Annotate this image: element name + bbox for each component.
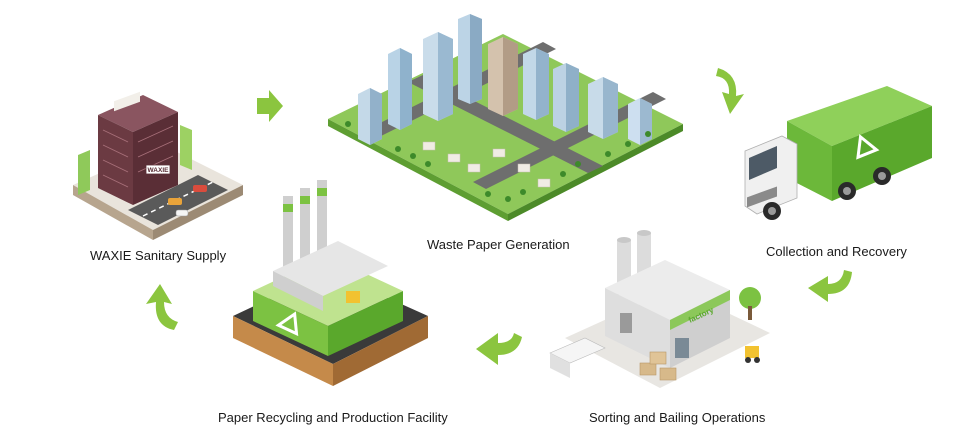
label-sorting-and-bailing-operations: Sorting and Bailing Operations <box>589 410 766 425</box>
waxie-building-illustration: WAXIE <box>73 91 243 240</box>
city-illustration <box>328 14 683 221</box>
garbage-truck-illustration <box>744 86 932 220</box>
label-paper-recycling-facility: Paper Recycling and Production Facility <box>218 410 448 425</box>
recycling-plant-illustration <box>233 180 428 386</box>
label-waste-paper-generation: Waste Paper Generation <box>427 237 570 252</box>
arrow-curved-left-icon <box>808 270 852 302</box>
arrow-right-icon <box>257 90 283 122</box>
waxie-sign-text: WAXIE <box>148 167 170 174</box>
label-waxie-sanitary-supply: WAXIE Sanitary Supply <box>90 248 227 263</box>
factory-illustration: factory <box>549 230 770 388</box>
arrow-curved-down-icon <box>716 68 744 114</box>
arrow-curved-up-icon <box>146 284 178 330</box>
label-collection-and-recovery: Collection and Recovery <box>766 244 907 259</box>
arrow-left-icon <box>476 333 522 365</box>
